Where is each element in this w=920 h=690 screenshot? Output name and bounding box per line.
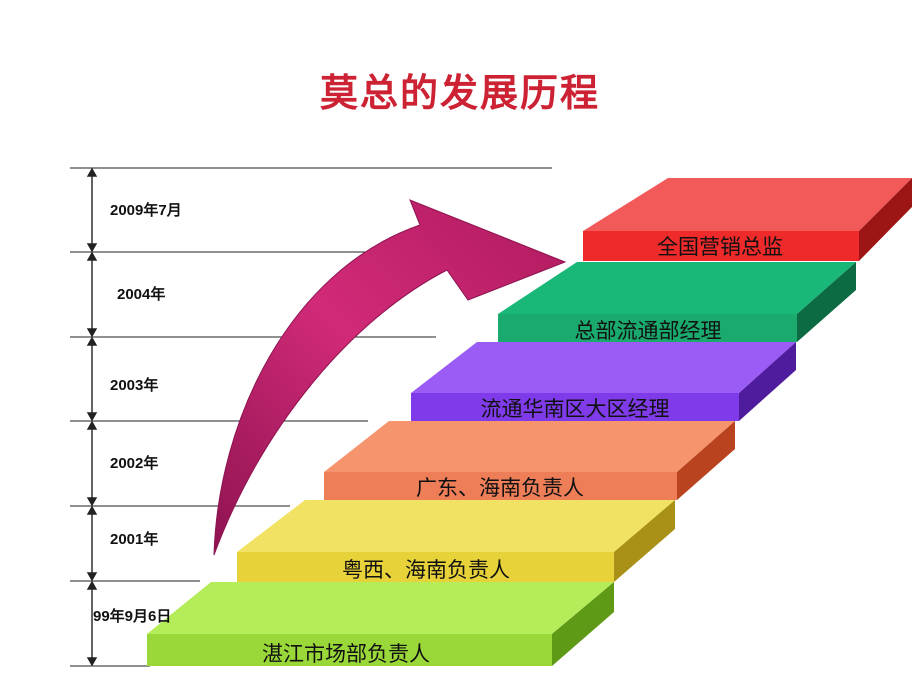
step-labels: 全国营销总监 总部流通部经理 流通华南区大区经理 广东、海南负责人 粤西、海南负… <box>262 235 783 666</box>
step-label: 总部流通部经理 <box>575 319 722 343</box>
arrowhead <box>86 243 98 253</box>
arrowhead <box>86 336 98 346</box>
step-front <box>324 472 677 500</box>
step-top <box>411 342 796 393</box>
timeline-label: 2002年 <box>110 455 159 472</box>
step-block <box>147 582 614 666</box>
timeline-label: 99年9月6日 <box>93 608 172 625</box>
step-front <box>498 314 797 342</box>
step-top <box>147 582 614 634</box>
arrowhead <box>86 572 98 582</box>
step-label: 湛江市场部负责人 <box>262 642 430 666</box>
page-title: 莫总的发展历程 <box>319 71 600 115</box>
step-top <box>583 178 912 231</box>
step-label: 广东、海南负责人 <box>416 476 584 500</box>
step-block <box>237 500 675 582</box>
step-side <box>614 500 675 582</box>
step-top <box>324 421 735 472</box>
timeline <box>70 167 552 667</box>
step-top <box>237 500 675 552</box>
step-front <box>583 231 859 261</box>
step-label: 粤西、海南负责人 <box>342 558 510 582</box>
arrowhead <box>86 167 98 177</box>
step-top <box>498 262 856 314</box>
step-label: 流通华南区大区经理 <box>481 397 670 421</box>
timeline-label: 2003年 <box>110 377 159 394</box>
arrowhead <box>86 412 98 422</box>
timeline-label: 2009年7月 <box>110 202 182 219</box>
step-block <box>498 262 856 342</box>
arrowhead <box>86 505 98 515</box>
step-block <box>411 342 796 421</box>
step-side <box>739 342 796 421</box>
step-side <box>552 582 614 666</box>
arrowhead <box>86 580 98 590</box>
step-front <box>411 393 739 421</box>
step-front <box>237 552 614 582</box>
step-block <box>324 421 735 500</box>
arrowhead <box>86 328 98 338</box>
arrowhead <box>86 657 98 667</box>
step-side <box>677 421 735 500</box>
timeline-label: 2001年 <box>110 531 159 548</box>
arrowhead <box>86 497 98 507</box>
step-label: 全国营销总监 <box>657 235 783 259</box>
step-side <box>859 178 912 261</box>
timeline-label: 2004年 <box>117 286 166 303</box>
growth-arrow <box>213 199 567 556</box>
step-front <box>147 634 552 666</box>
arrowhead <box>86 251 98 261</box>
staircase <box>147 178 912 666</box>
step-block <box>583 178 912 261</box>
step-side <box>797 262 856 342</box>
arrowhead <box>86 420 98 430</box>
